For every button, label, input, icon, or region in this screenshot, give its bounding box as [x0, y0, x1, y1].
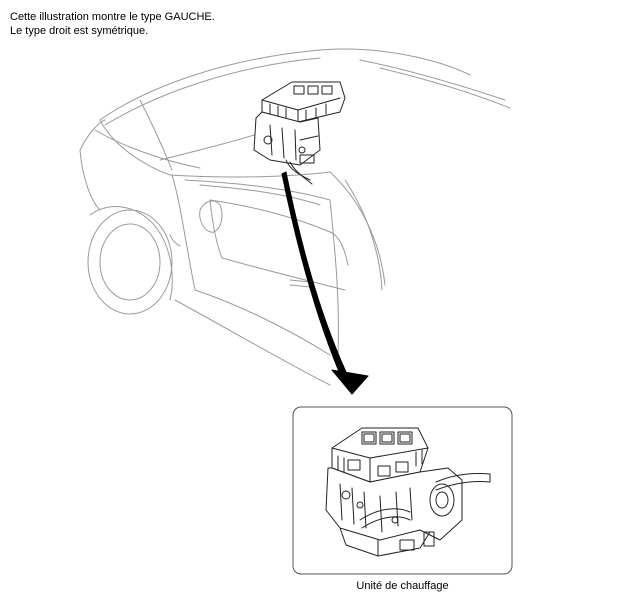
note-line-2: Le type droit est symétrique.: [10, 25, 149, 37]
heater-unit-installed: [253, 81, 346, 185]
side-mirror: [199, 200, 223, 233]
car-body-outline: [79, 48, 511, 386]
detail-caption: Unité de chauffage: [356, 580, 449, 592]
front-wheel: [87, 209, 173, 315]
pointer-arrow: [281, 171, 369, 395]
note-line-1: Cette illustration montre le type GAUCHE…: [10, 11, 215, 23]
orientation-note: Cette illustration montre le type GAUCHE…: [10, 10, 215, 38]
heater-unit-detail: [325, 427, 491, 557]
